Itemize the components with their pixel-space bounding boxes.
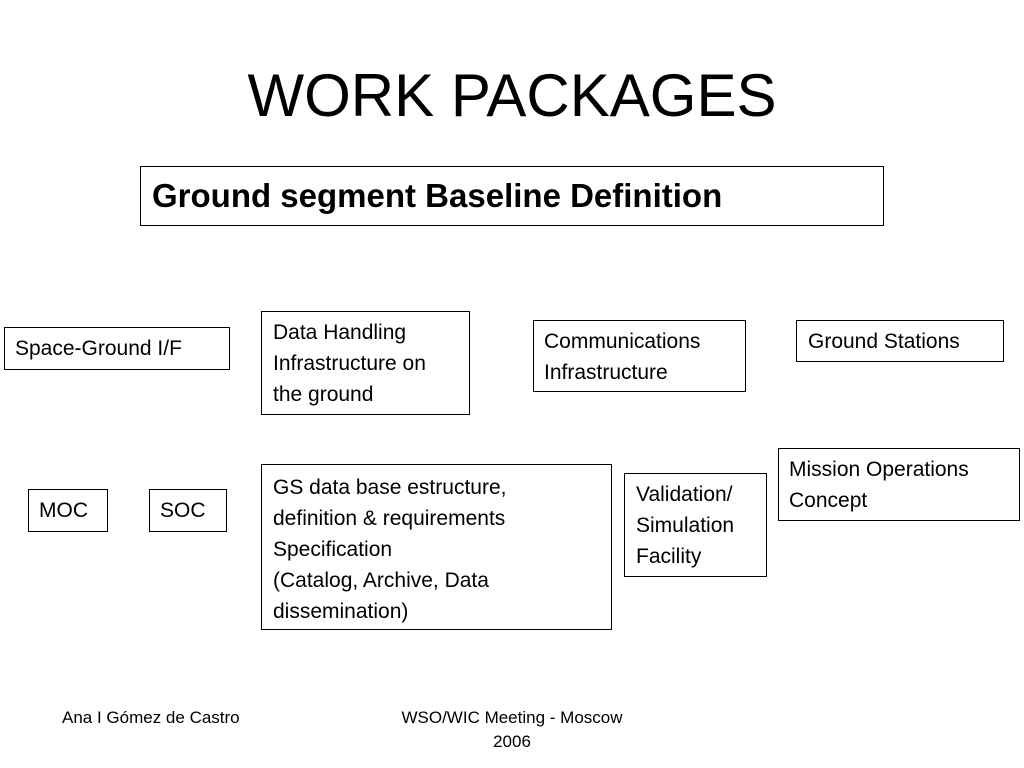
space-ground-interface-box: Space-Ground I/F [4,327,230,370]
box-line: Facility [636,545,702,568]
box-line: Specification [273,538,393,561]
box-line: Infrastructure [544,361,668,384]
box-line: dissemination) [273,600,409,623]
box-line: Validation/ [636,483,733,506]
box-line: Space-Ground I/F [15,337,182,360]
box-line: Simulation [636,514,735,537]
footer-meeting-line: WSO/WIC Meeting - Moscow [401,708,623,727]
footer-author: Ana I Gómez de Castro [62,708,240,727]
box-line: GS data base estructure, [273,476,507,499]
mission-operations-box: Mission Operations Concept [778,448,1020,521]
box-line: Concept [789,489,868,512]
box-line: Mission Operations [789,458,969,481]
box-line: SOC [160,499,206,522]
box-line: Infrastructure on [273,352,426,375]
moc-box: MOC [28,489,108,532]
box-line: MOC [39,499,88,522]
slide-title: WORK PACKAGES [247,62,777,129]
box-line: the ground [273,383,374,406]
soc-box: SOC [149,489,227,532]
validation-simulation-box: Validation/ Simulation Facility [624,473,767,577]
ground-stations-box: Ground Stations [796,320,1004,362]
box-line: Data Handling [273,321,407,344]
footer-meeting: WSO/WIC Meeting - Moscow 2006 [372,706,652,754]
box-line: (Catalog, Archive, Data [273,569,489,592]
gs-database-box: GS data base estructure, definition & re… [261,464,612,630]
box-line: definition & requirements [273,507,506,530]
footer-meeting-line: 2006 [493,732,531,751]
baseline-definition-box: Ground segment Baseline Definition [140,166,884,226]
communications-infrastructure-box: Communications Infrastructure [533,320,746,392]
data-handling-box: Data Handling Infrastructure on the grou… [261,311,470,415]
box-line: Communications [544,330,701,353]
box-line: Ground Stations [808,330,960,353]
